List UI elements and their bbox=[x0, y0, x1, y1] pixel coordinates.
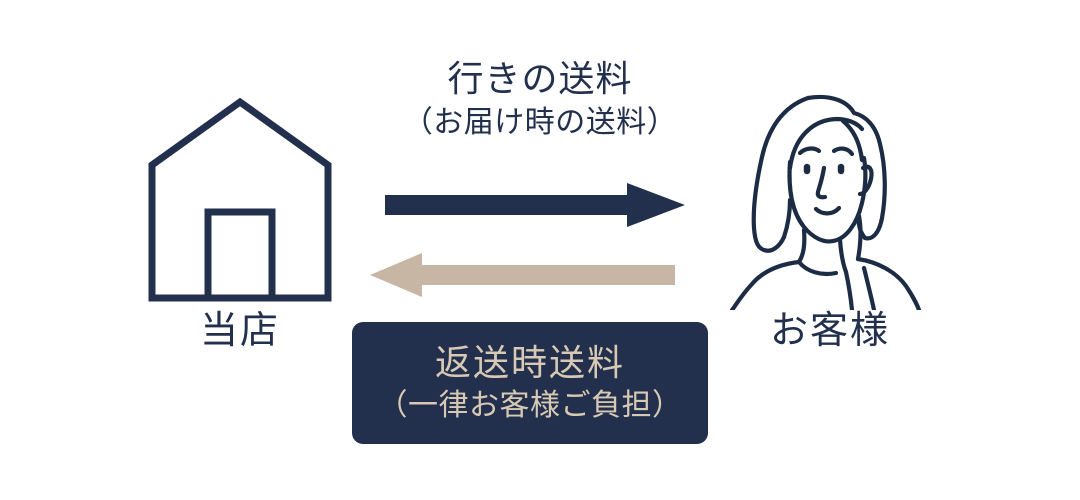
arrow-right-icon bbox=[385, 180, 685, 230]
customer-label: お客様 bbox=[769, 310, 890, 352]
shop-label: 当店 bbox=[199, 310, 280, 352]
return-fee-title: 返送時送料 bbox=[434, 342, 625, 384]
house-icon bbox=[140, 95, 340, 310]
return-fee-note: （一律お客様ご負担） bbox=[377, 389, 683, 423]
outbound-caption-line1: 行きの送料 bbox=[447, 58, 633, 99]
outbound-caption-line2: （お届け時の送料） bbox=[402, 105, 678, 139]
return-fee-callout: 返送時送料 （一律お客様ご負担） bbox=[352, 322, 708, 444]
arrow-left-icon bbox=[370, 252, 675, 298]
person-customer-icon bbox=[712, 72, 942, 313]
outbound-caption: 行きの送料 （お届け時の送料） bbox=[340, 57, 740, 142]
